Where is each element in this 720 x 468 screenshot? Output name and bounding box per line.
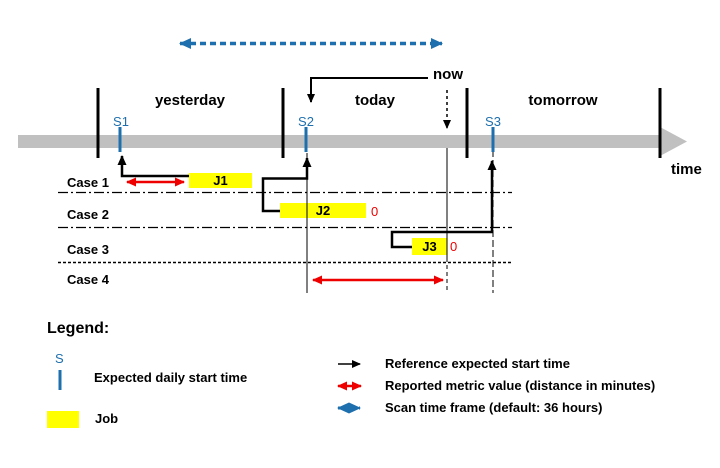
job-box-j3 [412,238,447,255]
case-2-label: Case 2 [67,207,109,222]
now-to-s2-arrow [307,77,428,103]
day-label-tomorrow: tomorrow [528,92,598,109]
legend-job-label: Job [95,411,119,426]
s3-tick [491,127,495,152]
day-label-today: today [354,92,395,109]
job-box-j2 [280,203,366,218]
case2-reference-arrow [261,157,312,213]
case-4-label: Case 4 [67,272,109,287]
job-box-j1 [189,173,252,188]
case1-reference-arrow [117,155,189,178]
legend-scan-label: Scan time frame (default: 36 hours) [385,400,603,415]
day-label-yesterday: yesterday [154,92,226,109]
s2-tick [304,127,308,152]
time-axis-bar [18,135,662,148]
case-3-label: Case 3 [67,242,109,257]
job-j3-label: J3 [422,239,437,254]
time-axis-label: time [671,161,702,178]
case3-metric-value: 0 [450,239,458,254]
legend-reference-label: Reference expected start time [385,356,570,371]
now-label: now [433,66,463,83]
legend-metric-label: Reported metric value (distance in minut… [385,378,656,393]
legend-job-swatch [47,411,79,428]
case3-reference-arrow [390,160,497,249]
legend-start-symbol: S [55,351,64,366]
time-axis-arrowhead-icon [660,127,687,156]
job-j2-label: J2 [315,203,331,218]
legend-start-tick-icon [58,370,62,390]
legend-title: Legend: [47,320,110,337]
legend-start-label: Expected daily start time [94,370,248,385]
s2-label: S2 [298,114,314,129]
s1-label: S1 [113,114,129,129]
s3-label: S3 [485,114,501,129]
case-1-label: Case 1 [67,175,109,190]
job-j1-label: J1 [213,173,228,188]
case2-metric-value: 0 [371,204,379,219]
s1-tick [118,127,122,152]
